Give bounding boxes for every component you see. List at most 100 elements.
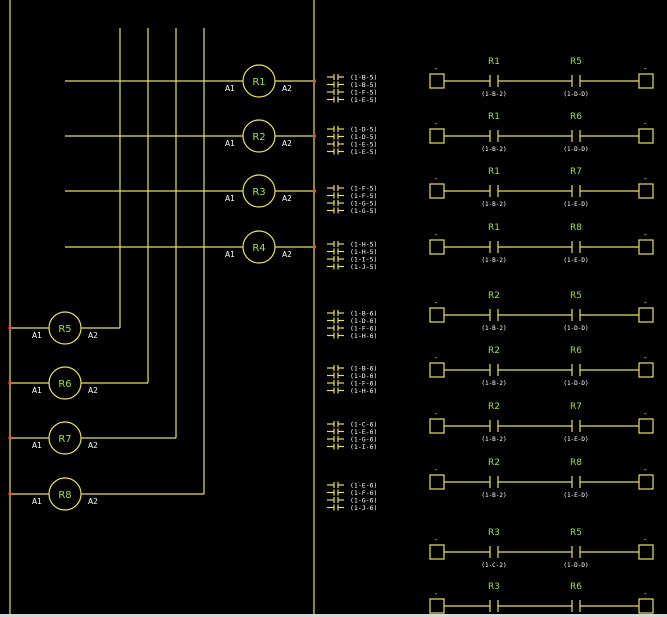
coil-name-label: R4 bbox=[252, 243, 265, 254]
terminal-mark-left: - bbox=[435, 354, 438, 362]
contact-address-label: (1-J-5) bbox=[350, 263, 377, 271]
pin-a1-label: A1 bbox=[32, 331, 42, 340]
contact-1-name: R2 bbox=[488, 291, 500, 301]
terminal-box-right bbox=[638, 544, 654, 560]
contact-address-label: (1-G-5) bbox=[350, 200, 377, 208]
terminal-mark-right: - bbox=[644, 354, 647, 362]
contact-1-name: R2 bbox=[488, 458, 500, 468]
contact-address-label: (1-G-6) bbox=[350, 436, 377, 444]
contact-address-label: (1-B-5) bbox=[350, 74, 377, 82]
contact-1-address: (1-B-2) bbox=[481, 91, 506, 98]
contact-2-address: (1-D-D) bbox=[563, 325, 588, 332]
contact-address-label: (1-D-6) bbox=[350, 317, 377, 325]
terminal-mark-right: - bbox=[644, 466, 647, 474]
bottom-scroll-edge bbox=[0, 614, 667, 617]
relay-coil bbox=[242, 174, 276, 208]
coil-name-label: R7 bbox=[58, 434, 71, 445]
terminal-mark-left: - bbox=[435, 120, 438, 128]
contact-1-address: (1-C-2) bbox=[481, 562, 506, 569]
terminal-mark-right: - bbox=[644, 120, 647, 128]
terminal-box-right bbox=[638, 239, 654, 255]
relay-coil bbox=[48, 366, 82, 400]
coil-name-label: R5 bbox=[58, 324, 71, 335]
junction-dot bbox=[8, 436, 12, 440]
junction-dot bbox=[8, 326, 12, 330]
contact-address-label: (1-E-5) bbox=[350, 96, 377, 104]
terminal-box-left bbox=[429, 183, 445, 199]
contact-address-label: (1-D-5) bbox=[350, 126, 377, 134]
pin-a2-label: A2 bbox=[282, 139, 292, 148]
coil-name-label: R2 bbox=[252, 132, 265, 143]
terminal-box-left bbox=[429, 239, 445, 255]
terminal-mark-right: - bbox=[644, 299, 647, 307]
contact-1-name: R2 bbox=[488, 346, 500, 356]
pin-a1-label: A1 bbox=[225, 194, 235, 203]
pin-a1-label: A1 bbox=[225, 84, 235, 93]
terminal-box-left bbox=[429, 307, 445, 323]
contact-address-label: (1-B-5) bbox=[350, 81, 377, 89]
contact-address-label: (1-B-6) bbox=[350, 365, 377, 373]
relay-coil bbox=[242, 64, 276, 98]
terminal-mark-right: - bbox=[644, 590, 647, 598]
contact-2-name: R8 bbox=[570, 223, 582, 233]
contact-1-address: (1-B-2) bbox=[481, 380, 506, 387]
contact-1-name: R2 bbox=[488, 402, 500, 412]
pin-a1-label: A1 bbox=[225, 139, 235, 148]
contact-2-name: R5 bbox=[570, 57, 582, 67]
terminal-mark-left: - bbox=[435, 175, 438, 183]
coil-name-label: R6 bbox=[58, 379, 71, 390]
pin-a2-label: A2 bbox=[88, 497, 98, 506]
coil-name-label: R8 bbox=[58, 490, 71, 501]
contact-address-label: (1-E-6) bbox=[350, 428, 377, 436]
contact-1-name: R1 bbox=[488, 57, 500, 67]
terminal-mark-right: - bbox=[644, 536, 647, 544]
contact-address-label: (1-F-5) bbox=[350, 185, 377, 193]
terminal-box-right bbox=[638, 307, 654, 323]
contact-address-label: (1-J-6) bbox=[350, 504, 377, 512]
pin-a2-label: A2 bbox=[88, 441, 98, 450]
contact-1-name: R1 bbox=[488, 167, 500, 177]
pin-a1-label: A1 bbox=[225, 250, 235, 259]
contact-1-name: R1 bbox=[488, 112, 500, 122]
terminal-box-right bbox=[638, 598, 654, 614]
contact-1-address: (1-B-2) bbox=[481, 201, 506, 208]
terminal-mark-left: - bbox=[435, 231, 438, 239]
relay-coil bbox=[48, 421, 82, 455]
contact-2-address: (1-E-D) bbox=[563, 201, 588, 208]
contact-address-label: (1-G-6) bbox=[350, 497, 377, 505]
contact-2-name: R5 bbox=[570, 291, 582, 301]
contact-list: (1-B-5)(1-B-5)(1-F-5)(1-E-5)(1-D-5)(1-D-… bbox=[327, 74, 377, 512]
terminal-mark-left: - bbox=[435, 590, 438, 598]
terminal-mark-left: - bbox=[435, 536, 438, 544]
terminal-mark-right: - bbox=[644, 410, 647, 418]
terminal-box-right bbox=[638, 183, 654, 199]
contact-2-address: (1-D-D) bbox=[563, 380, 588, 387]
junction-dot bbox=[8, 492, 12, 496]
terminal-box-left bbox=[429, 362, 445, 378]
terminal-box-left bbox=[429, 544, 445, 560]
pin-a1-label: A1 bbox=[32, 497, 42, 506]
contact-1-address: (1-B-2) bbox=[481, 492, 506, 499]
contact-address-label: (1-I-6) bbox=[350, 443, 377, 451]
contact-address-label: (1-D-6) bbox=[350, 372, 377, 380]
terminal-mark-right: - bbox=[644, 65, 647, 73]
contact-address-label: (1-F-5) bbox=[350, 89, 377, 97]
terminal-mark-left: - bbox=[435, 410, 438, 418]
terminal-box-left bbox=[429, 598, 445, 614]
contact-address-label: (1-F-6) bbox=[350, 380, 377, 388]
junction-dot bbox=[313, 245, 316, 249]
terminal-box-left bbox=[429, 418, 445, 434]
contact-address-label: (1-F-5) bbox=[350, 192, 377, 200]
terminal-box-left bbox=[429, 73, 445, 89]
contact-2-name: R6 bbox=[570, 112, 582, 122]
contact-address-label: (1-H-6) bbox=[350, 332, 377, 340]
terminal-box-right bbox=[638, 128, 654, 144]
terminal-mark-left: - bbox=[435, 466, 438, 474]
terminal-box-right bbox=[638, 418, 654, 434]
junction-dot bbox=[8, 381, 12, 385]
contact-2-name: R7 bbox=[570, 402, 582, 412]
contact-address-label: (1-H-6) bbox=[350, 387, 377, 395]
